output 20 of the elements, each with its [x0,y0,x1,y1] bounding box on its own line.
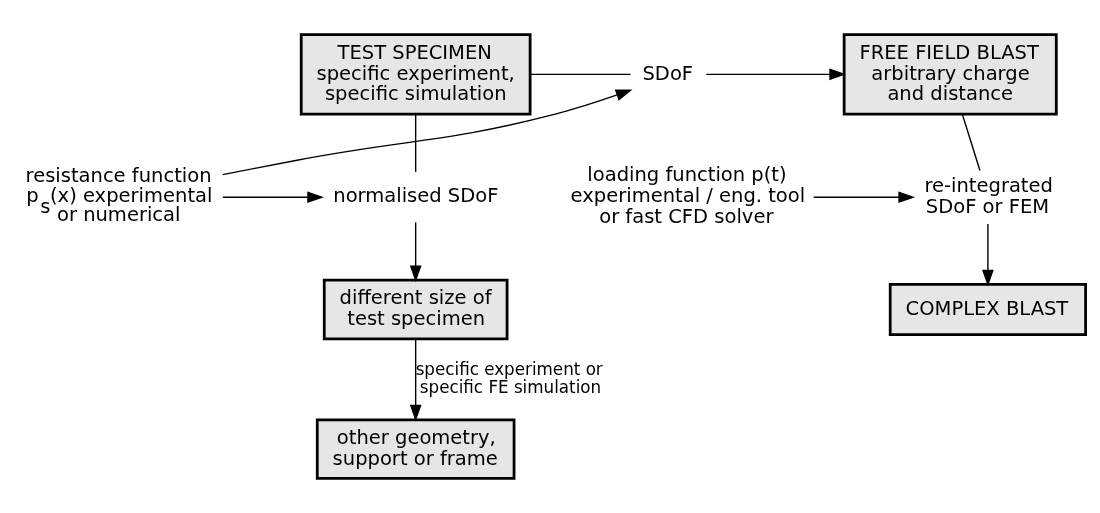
edge-label: specific experiment or specific FE simulation [415,358,603,397]
node-box: different size of test specimen [322,278,509,341]
arrow [982,223,994,287]
node-box: FREE FIELD BLAST arbitrary charge and distance [842,33,1058,116]
node-text: loading function p(t) experimental / eng. tool or fast CFD solver [570,163,806,229]
node-text: normalised SDoF [333,184,499,208]
arrow [812,191,916,204]
arrow [705,68,847,81]
arrow [222,191,325,204]
node-box: COMPLEX BLAST [888,283,1087,337]
node-text: SDoF [642,61,694,85]
arrow [409,338,422,422]
node-box: TEST SPECIMEN specific experiment, specific simulation [299,33,532,116]
connector [961,113,981,172]
connector [529,73,632,76]
arrow [222,89,633,176]
node-box: other geometry, support or frame [315,418,516,480]
connector [414,113,417,173]
arrow [409,221,422,283]
node-text: re-integrated SDoF or FEM [924,173,1053,218]
